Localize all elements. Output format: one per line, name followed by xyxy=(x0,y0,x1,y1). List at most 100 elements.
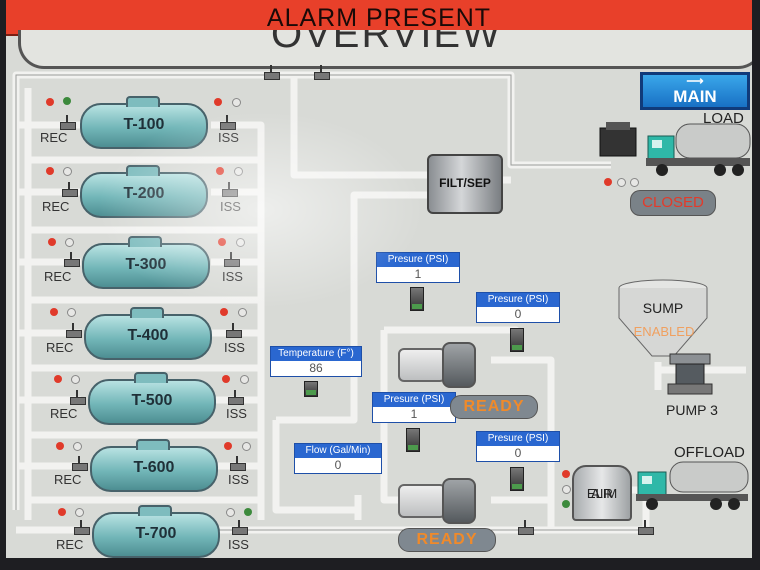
tank-t-400[interactable]: T-400 xyxy=(84,307,212,360)
load-indicator-light xyxy=(604,178,612,186)
flow-readout[interactable]: Flow (Gal/Min) 0 xyxy=(294,443,382,474)
tank-t-100[interactable]: T-100 xyxy=(80,96,208,149)
main-nav-button[interactable]: ⟶ MAIN xyxy=(640,72,750,110)
flow-value: 0 xyxy=(334,458,342,472)
sump-label: SUMP xyxy=(642,300,684,316)
tank-label: T-200 xyxy=(123,185,165,202)
pressure-3-value: 1 xyxy=(410,407,418,421)
pressure-1-label: Presure (PSI) xyxy=(377,253,459,267)
iss-indicator-light xyxy=(232,98,241,107)
temperature-value: 86 xyxy=(309,361,323,375)
rec-indicator-light xyxy=(71,375,80,384)
rec-indicator-light xyxy=(75,508,84,517)
pressure-readout-3[interactable]: Presure (PSI) 1 xyxy=(372,392,456,423)
pump-2-status-badge[interactable]: READY xyxy=(398,528,496,552)
rec-valve-icon[interactable] xyxy=(60,115,76,130)
rec-label-t-200: REC xyxy=(42,199,70,214)
line-valve-icon[interactable] xyxy=(518,520,534,535)
temperature-readout[interactable]: Temperature (F°) 86 xyxy=(270,346,362,377)
air-elim-indicator-light xyxy=(562,500,570,508)
filter-separator[interactable]: FILT/SEP xyxy=(427,154,503,214)
page-title: OVERVIEW xyxy=(271,30,502,56)
iss-label-t-600: ISS xyxy=(228,472,249,487)
rec-label-t-500: REC xyxy=(50,406,78,421)
iss-valve-icon[interactable] xyxy=(224,252,240,267)
iss-valve-icon[interactable] xyxy=(230,456,246,471)
rec-valve-icon[interactable] xyxy=(62,182,78,197)
load-status-badge[interactable]: CLOSED xyxy=(630,190,716,216)
pump-1-status-badge[interactable]: READY xyxy=(450,395,538,419)
tank-t-300[interactable]: T-300 xyxy=(82,236,210,289)
rec-valve-icon[interactable] xyxy=(70,390,86,405)
tank-label: T-100 xyxy=(123,116,165,133)
iss-valve-icon[interactable] xyxy=(226,323,242,338)
rec-indicator-light xyxy=(63,167,72,176)
offload-truck-icon xyxy=(636,461,749,510)
pressure-readout-4[interactable]: Presure (PSI) 0 xyxy=(476,431,560,462)
rec-valve-icon[interactable] xyxy=(72,456,88,471)
iss-label-t-700: ISS xyxy=(228,537,249,552)
rec-label-t-400: REC xyxy=(46,340,74,355)
iss-indicator-light xyxy=(244,508,252,516)
pressure-readout-1[interactable]: Presure (PSI) 1 xyxy=(376,252,460,283)
filter-separator-label: FILT/SEP xyxy=(439,176,491,190)
pressure-4-value: 0 xyxy=(514,446,522,460)
rec-indicator-light xyxy=(67,308,76,317)
rec-indicator-light xyxy=(54,375,62,383)
pressure-2-label: Presure (PSI) xyxy=(477,293,559,307)
main-button-label: MAIN xyxy=(673,87,717,106)
temperature-sensor-icon xyxy=(304,381,318,397)
hmi-screen: ALARM PRESENT OVERVIEW xyxy=(6,0,752,558)
rec-label-t-600: REC xyxy=(54,472,82,487)
pressure-readout-2[interactable]: Presure (PSI) 0 xyxy=(476,292,560,323)
alarm-text: ALARM PRESENT xyxy=(266,4,492,32)
pump-3-label: PUMP 3 xyxy=(666,402,718,418)
iss-valve-icon[interactable] xyxy=(220,115,236,130)
temperature-label: Temperature (F°) xyxy=(271,347,361,361)
pressure-sensor-icon xyxy=(510,467,524,491)
title-panel: OVERVIEW xyxy=(18,30,752,69)
iss-valve-icon[interactable] xyxy=(232,520,248,535)
header-valve-icon[interactable] xyxy=(264,65,280,80)
tank-t-500[interactable]: T-500 xyxy=(88,372,216,425)
line-valve-icon[interactable] xyxy=(638,520,654,535)
pump-2-icon[interactable] xyxy=(398,478,478,524)
iss-indicator-light xyxy=(218,238,226,246)
iss-label-t-300: ISS xyxy=(222,269,243,284)
tank-t-600[interactable]: T-600 xyxy=(90,439,218,492)
rec-indicator-light xyxy=(65,238,74,247)
rec-indicator-light xyxy=(50,308,58,316)
flow-label: Flow (Gal/Min) xyxy=(295,444,381,458)
iss-indicator-light xyxy=(220,308,228,316)
iss-indicator-light xyxy=(236,238,245,247)
iss-label-t-500: ISS xyxy=(226,406,247,421)
offload-label: OFFLOAD xyxy=(674,444,745,461)
tank-label: T-500 xyxy=(131,392,173,409)
iss-indicator-light xyxy=(242,442,251,451)
rec-indicator-light xyxy=(48,238,56,246)
rec-valve-icon[interactable] xyxy=(64,252,80,267)
rec-indicator-light xyxy=(58,508,66,516)
tank-t-700[interactable]: T-700 xyxy=(92,505,220,558)
load-indicator-light xyxy=(630,178,639,187)
tank-label: T-600 xyxy=(133,459,175,476)
pump-1-icon[interactable] xyxy=(398,342,478,388)
air-elim-indicator-light xyxy=(562,470,570,478)
iss-label-t-200: ISS xyxy=(220,199,241,214)
load-label: LOAD xyxy=(703,110,744,127)
header-valve-icon[interactable] xyxy=(314,65,330,80)
iss-valve-icon[interactable] xyxy=(222,182,238,197)
sump-tank-icon xyxy=(618,279,708,357)
pump-3-icon[interactable] xyxy=(666,350,714,400)
sump-status: ENABLED xyxy=(633,324,695,339)
rec-valve-icon[interactable] xyxy=(74,520,90,535)
rec-label-t-700: REC xyxy=(56,537,84,552)
rec-label-t-300: REC xyxy=(44,269,72,284)
rec-indicator-light xyxy=(56,442,64,450)
load-indicator-light xyxy=(617,178,626,187)
iss-valve-icon[interactable] xyxy=(228,390,244,405)
rec-indicator-light xyxy=(46,167,54,175)
tank-t-200[interactable]: T-200 xyxy=(80,165,208,218)
rec-valve-icon[interactable] xyxy=(66,323,82,338)
